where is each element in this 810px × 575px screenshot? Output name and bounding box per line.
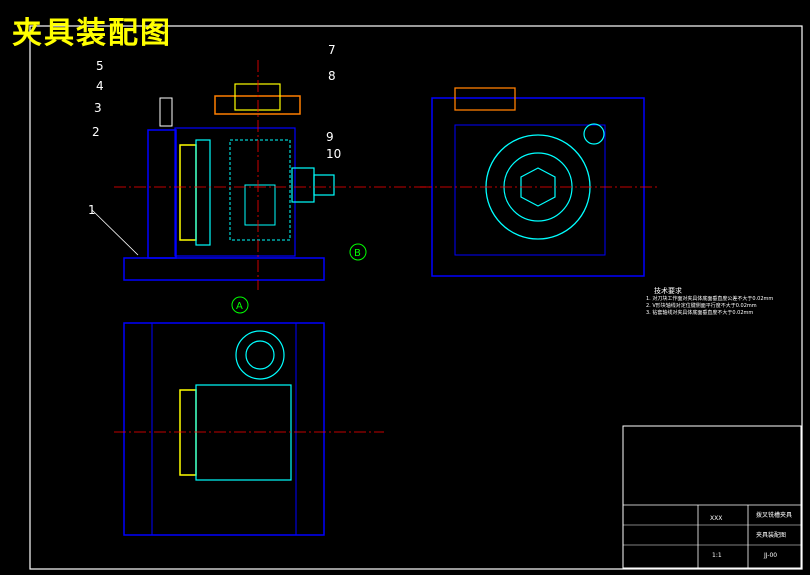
balloons: 1 2 3 4 5 7 8 9 10	[88, 43, 341, 217]
title-block-frame	[622, 425, 802, 569]
section-label: B	[354, 248, 361, 259]
top-right-strip	[295, 322, 325, 536]
section-marks: A B	[231, 243, 367, 314]
drawing-title: 夹具装配图	[12, 16, 172, 51]
top-view	[114, 322, 384, 536]
screw	[159, 97, 173, 127]
section-label: A	[236, 301, 243, 312]
tech-item: 1. 对刀块工作面对夹具体底面垂直度公差不大于0.02mm	[646, 296, 774, 302]
balloon-label: 7	[328, 43, 336, 57]
drill-bushing-base	[214, 95, 301, 115]
balloon-label: 1	[88, 203, 96, 217]
title-block-drawing: 夹具装配图	[756, 531, 786, 539]
technical-requirements: 技术要求 1. 对刀块工作面对夹具体底面垂直度公差不大于0.02mm 2. V形…	[646, 288, 796, 317]
top-locator	[179, 389, 197, 476]
top-bushing-inner	[245, 340, 275, 370]
balloon-label: 3	[94, 101, 102, 115]
side-bushing	[454, 87, 516, 111]
side-inner	[454, 124, 606, 256]
leader-lines	[91, 209, 139, 256]
balloon-label: 10	[326, 147, 341, 161]
v-block	[174, 127, 296, 257]
fixture-body	[147, 129, 177, 259]
title-block-scale: 1:1	[712, 552, 722, 559]
small-screw	[583, 123, 605, 145]
title-block-code: JJ-00	[763, 552, 777, 559]
workpiece	[229, 139, 291, 241]
balloon-label: 9	[326, 130, 334, 144]
bolt	[313, 174, 335, 196]
balloon-label: 4	[96, 79, 104, 93]
balloon-label: 8	[328, 69, 336, 83]
drawing-border	[29, 25, 803, 570]
front-view	[91, 60, 430, 290]
balloon-label: 2	[92, 125, 100, 139]
cover-plate	[195, 139, 211, 246]
title-block: XXX 拨叉铣槽夹具 夹具装配图 JJ-00 1:1	[622, 425, 802, 569]
section-circle	[231, 296, 249, 314]
locating-pin	[244, 184, 276, 226]
top-body	[123, 322, 325, 536]
title-block-product: 拨叉铣槽夹具	[756, 511, 792, 519]
tech-item: 3. 钻套轴线对夹具体底面垂直度不大于0.02mm	[646, 310, 754, 316]
side-view	[420, 87, 660, 277]
tech-item: 2. V形块轴线对定位键侧面平行度不大于0.02mm	[646, 303, 757, 309]
hex-nut	[520, 167, 556, 207]
top-left-strip	[123, 322, 153, 536]
drill-bushing	[234, 83, 281, 111]
top-bushing-outer	[235, 330, 285, 380]
locating-plate	[179, 144, 197, 241]
balloon-label: 5	[96, 59, 104, 73]
top-clamp	[195, 384, 292, 481]
tech-heading: 技术要求	[654, 287, 682, 295]
title-block-mark: XXX	[710, 515, 722, 522]
section-circle	[349, 243, 367, 261]
fixture-base	[123, 257, 325, 281]
